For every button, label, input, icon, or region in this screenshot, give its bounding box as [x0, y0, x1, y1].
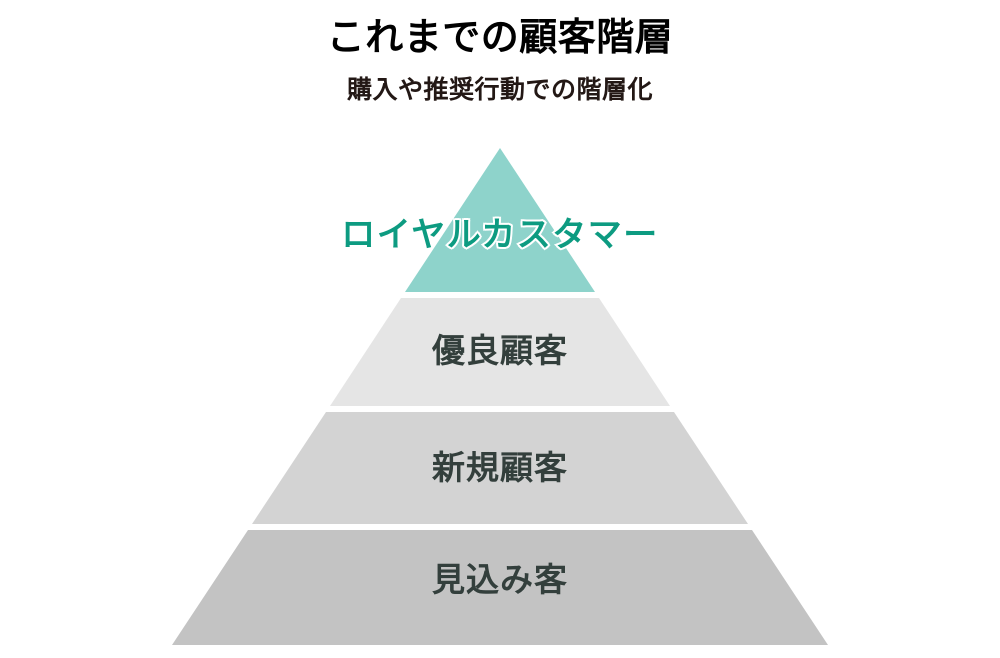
pyramid-layer-3-shape[interactable] — [252, 412, 748, 524]
pyramid-layer-4-shape[interactable] — [172, 530, 828, 645]
page-title: これまでの顧客階層 — [326, 17, 674, 59]
heading-block: これまでの顧客階層 購入や推奨行動での階層化 — [0, 14, 1000, 108]
pyramid-layer-1-shape[interactable] — [405, 148, 595, 292]
page-subtitle: 購入や推奨行動での階層化 — [346, 76, 653, 104]
pyramid-layer-2-shape[interactable] — [330, 298, 670, 406]
